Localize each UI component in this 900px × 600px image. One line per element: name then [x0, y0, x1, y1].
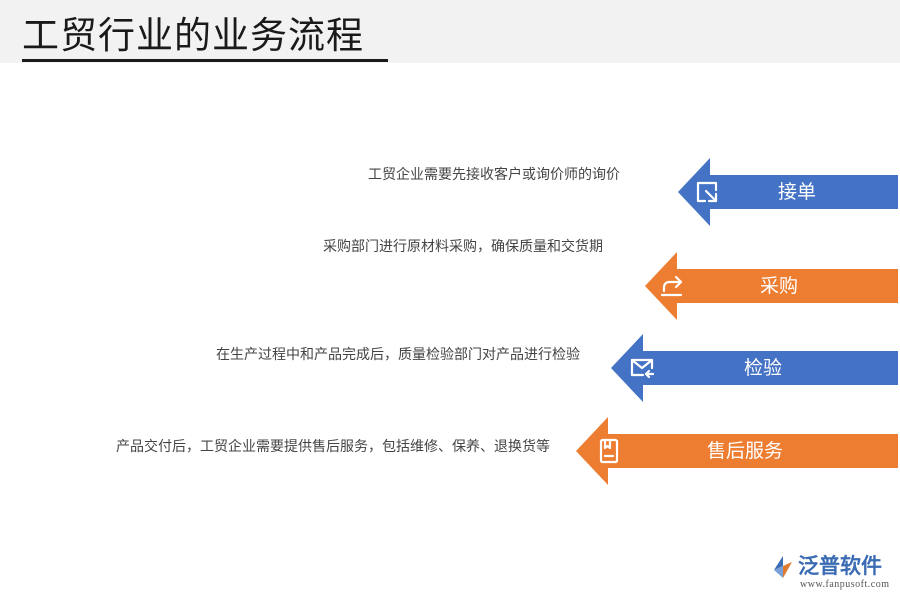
step-arrow: 检验: [611, 334, 898, 402]
document-icon: [596, 438, 622, 464]
step-label: 检验: [743, 357, 782, 379]
arrow-shape: [576, 417, 898, 485]
brand-logo: 泛普软件 www.fanpusoft.com: [770, 552, 895, 596]
mail-return-icon: [629, 355, 655, 381]
export-arrow-icon: [694, 179, 720, 205]
redo-arrow-icon: [659, 273, 685, 299]
step-label: 采购: [759, 275, 798, 297]
header-band: [0, 0, 900, 63]
step-label: 售后服务: [706, 440, 783, 462]
arrow-shape: [611, 334, 898, 402]
logo-mark-icon: [774, 556, 792, 578]
step-description: 采购部门进行原材料采购，确保质量和交货期: [323, 239, 603, 255]
step-description: 在生产过程中和产品完成后，质量检验部门对产品进行检验: [216, 347, 580, 363]
arrow-shape: [678, 158, 898, 226]
step-arrow: 采购: [645, 252, 898, 320]
step-description: 产品交付后，工贸企业需要提供售后服务，包括维修、保养、退换货等: [116, 439, 550, 455]
page-title: 工贸行业的业务流程: [22, 14, 364, 57]
step-description: 工贸企业需要先接收客户或询价师的询价: [368, 167, 620, 183]
logo-url: www.fanpusoft.com: [800, 579, 890, 590]
step-arrow: 售后服务: [576, 417, 898, 485]
title-underline: [22, 59, 388, 62]
step-label: 接单: [777, 181, 816, 203]
logo-name: 泛普软件: [798, 554, 882, 578]
arrow-shape: [645, 252, 898, 320]
step-arrow: 接单: [678, 158, 898, 226]
